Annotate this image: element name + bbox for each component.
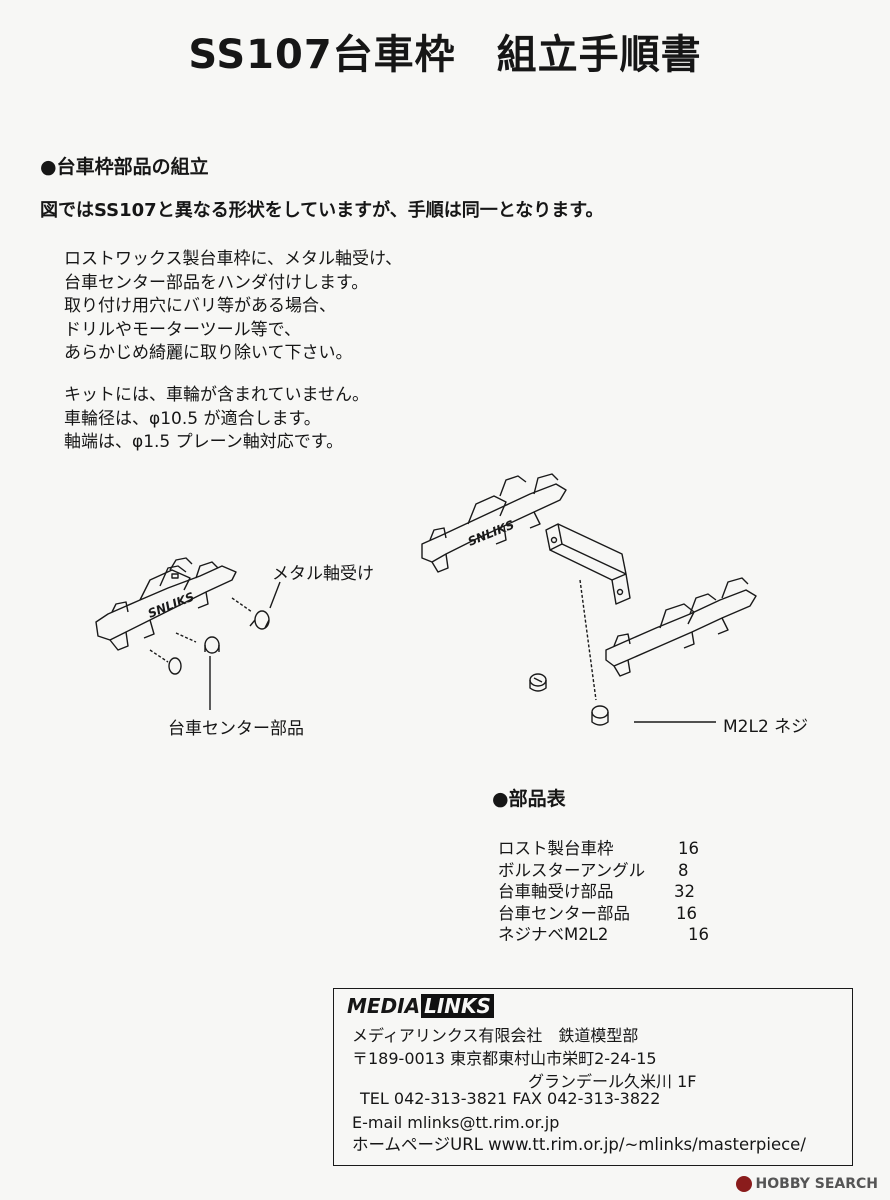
- company-address-line2: グランデール久米川 1F: [528, 1072, 697, 1091]
- logo-text-links: LINKS: [421, 994, 494, 1018]
- label-center-part: 台車センター部品: [168, 719, 304, 739]
- instruction-line: キットには、車輪が含まれていません。: [64, 385, 369, 405]
- m2l2-screw-part: [529, 579, 609, 726]
- company-address-line1: 〒189-0013 東京都東村山市栄町2-24-15: [352, 1049, 657, 1068]
- bolster-angle-part: [545, 523, 631, 605]
- center-part: [149, 632, 220, 675]
- metal-bearing-part: [231, 597, 270, 630]
- right-upper-bogie-frame-illustration: [421, 473, 567, 573]
- instruction-line: 車輪径は、φ10.5 が適合します。: [64, 408, 321, 429]
- watermark-text: HOBBY SEARCH: [755, 1176, 878, 1192]
- instruction-paragraph-2: キットには、車輪が含まれていません。 車輪径は、φ10.5 が適合します。 軸端…: [64, 384, 369, 455]
- section-heading-assembly: ●台車枠部品の組立: [40, 156, 209, 178]
- instruction-line: 軸端は、φ1.5 プレーン軸対応です。: [64, 432, 344, 452]
- company-email: E-mail mlinks@tt.rim.or.jp: [352, 1113, 560, 1132]
- section-heading-parts-list: ●部品表: [492, 788, 566, 810]
- instruction-line: 台車センター部品をハンダ付けします。: [64, 272, 369, 293]
- part-name: ボルスターアングル: [498, 860, 646, 880]
- hobby-search-logo-icon: [735, 1176, 752, 1192]
- instruction-line: ロストワックス製台車枠に、メタル軸受け、: [64, 249, 403, 269]
- frame-logo-text-right: SNLIKS: [466, 518, 516, 549]
- company-homepage: ホームページURL www.tt.rim.or.jp/~mlinks/maste…: [352, 1135, 806, 1154]
- part-quantity: 8: [678, 860, 689, 880]
- logo-text-media: MEDIA: [347, 994, 421, 1018]
- left-bogie-frame-illustration: [95, 557, 237, 651]
- document-title: SS107台車枠 組立手順書: [188, 32, 702, 78]
- leader-line-metal-bearing: [269, 581, 281, 609]
- hobby-search-watermark: HOBBY SEARCH: [735, 1176, 878, 1192]
- instruction-paragraph-1: ロストワックス製台車枠に、メタル軸受け、 台車センター部品をハンダ付けします。 …: [64, 248, 402, 366]
- instruction-line: 取り付け用穴にバリ等がある場合、: [64, 296, 336, 316]
- part-quantity: 32: [674, 882, 695, 901]
- part-quantity: 16: [678, 839, 699, 858]
- label-m2l2-screw: M2L2 ネジ: [723, 717, 809, 737]
- company-name: メディアリンクス有限会社 鉄道模型部: [352, 1026, 639, 1045]
- part-quantity: 16: [676, 903, 697, 923]
- company-info-box: [333, 988, 853, 1166]
- shape-difference-note: 図ではSS107と異なる形状をしていますが、手順は同一となります。: [40, 200, 604, 221]
- company-tel-fax: TEL 042-313-3821 FAX 042-313-3822: [360, 1089, 661, 1108]
- instruction-line: ドリルやモーターツール等で、: [64, 319, 301, 340]
- part-quantity: 16: [688, 925, 709, 944]
- part-name: ネジナベM2L2: [498, 925, 609, 944]
- part-name: 台車軸受け部品: [498, 882, 614, 901]
- label-metal-bearing: メタル軸受け: [272, 564, 374, 584]
- instruction-line: あらかじめ綺麗に取り除いて下さい。: [64, 343, 353, 363]
- part-name: ロスト製台車枠: [498, 839, 614, 858]
- part-name: 台車センター部品: [498, 903, 630, 923]
- right-lower-bogie-frame-illustration: [605, 577, 757, 677]
